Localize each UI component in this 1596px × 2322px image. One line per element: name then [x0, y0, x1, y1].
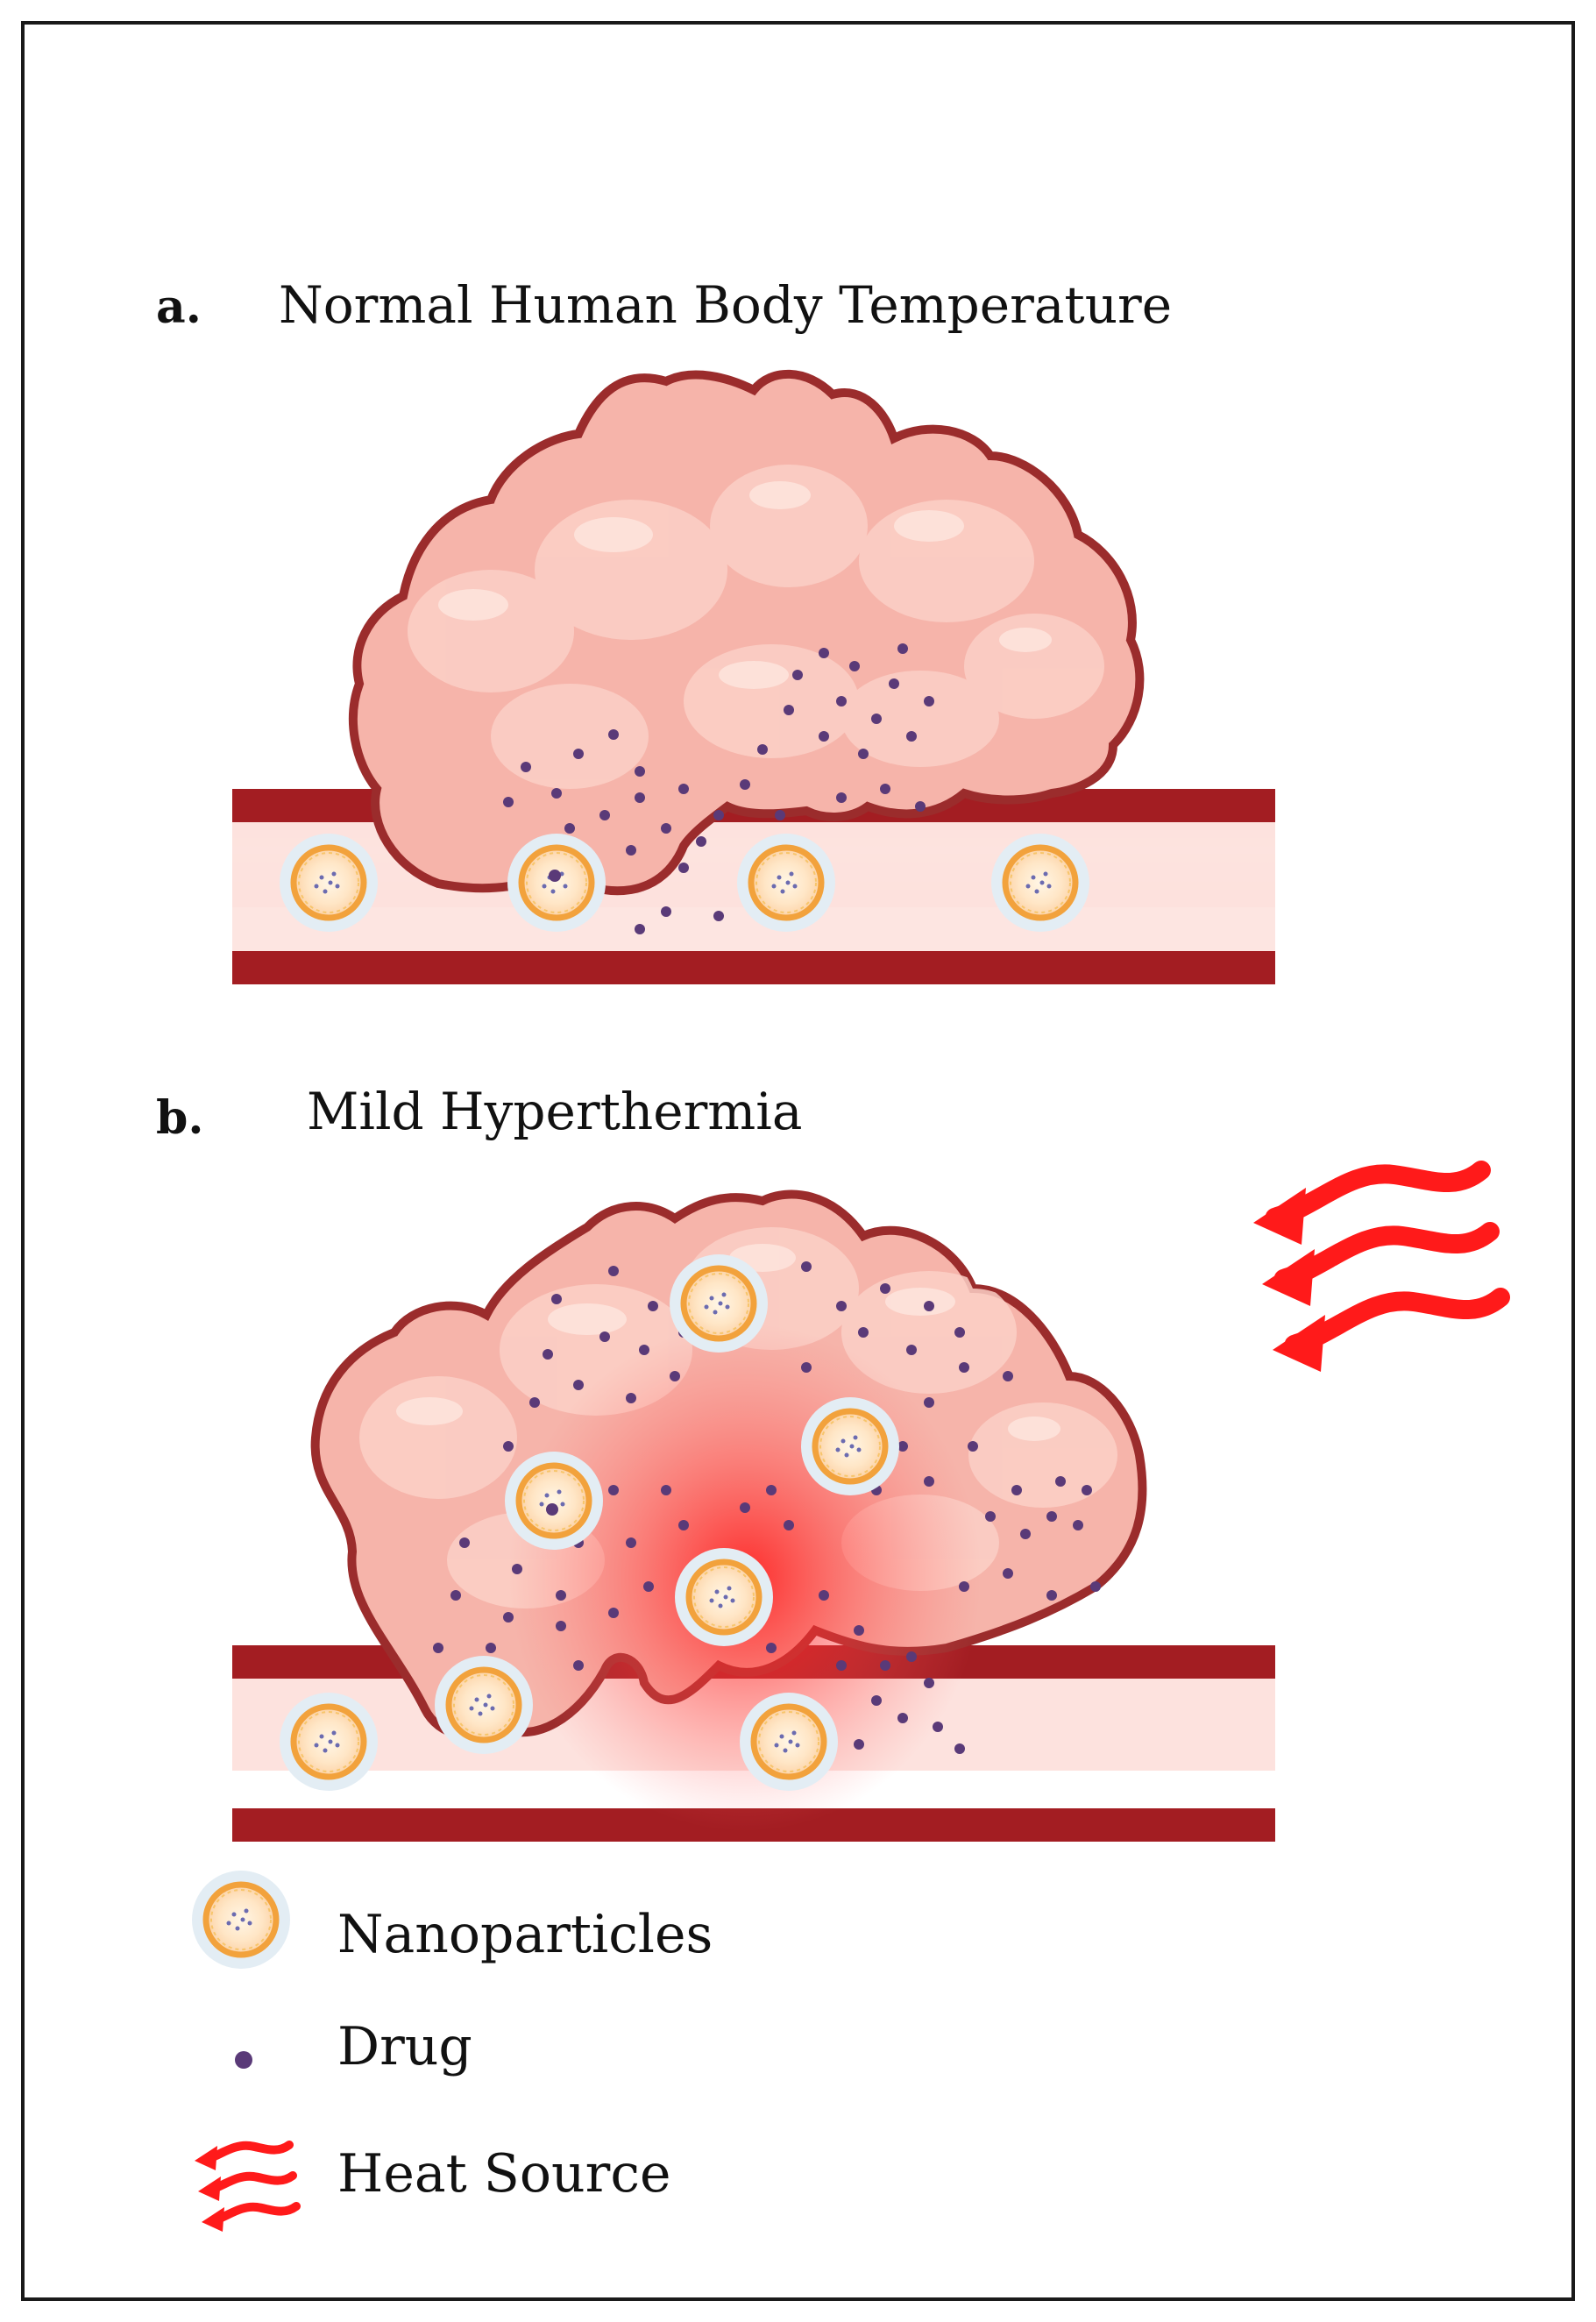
heat-arrow: [1253, 1161, 1491, 1245]
legend-heat-label: Heat Source: [337, 2143, 670, 2205]
nanoparticle: [675, 1548, 773, 1646]
nanoparticle: [740, 1693, 838, 1791]
panel-a-title: Normal Human Body Temperature: [279, 275, 1172, 335]
nanoparticle: [737, 834, 835, 932]
drug-dots-a: [503, 643, 934, 934]
nanoparticle: [507, 834, 606, 932]
heat-source-arrows: [1253, 1161, 1510, 1372]
nanoparticle: [991, 834, 1089, 932]
legend: Nanoparticles Drug Heat Source: [192, 1871, 713, 2232]
legend-drug-icon: [235, 2051, 252, 2069]
legend-heat-icon: [195, 2141, 301, 2232]
panel-b: b. Mild Hyperthermia: [156, 1082, 1510, 1842]
tumor-b-highlights: [396, 1244, 1060, 1441]
heat-arrow: [1262, 1222, 1500, 1306]
panel-a-letter: a.: [156, 280, 202, 334]
nanoparticle: [280, 834, 378, 932]
nanoparticle: [801, 1397, 899, 1495]
tumor-a: [348, 369, 1145, 896]
panel-a: a. Normal Human Body Temperature: [156, 275, 1275, 984]
nanoparticle: [505, 1452, 603, 1550]
tumor-a-highlights: [438, 481, 1052, 689]
panel-b-title: Mild Hyperthermia: [307, 1082, 802, 1141]
panel-b-letter: b.: [156, 1091, 203, 1145]
nanoparticles-a: [280, 834, 1089, 932]
vessel-wall-bottom-a: [232, 951, 1275, 984]
nanoparticle: [280, 1693, 378, 1791]
heat-arrow: [1273, 1288, 1510, 1372]
nanoparticles-b: [280, 1254, 899, 1791]
legend-nanoparticle-icon: [192, 1871, 290, 1969]
nanoparticle: [670, 1254, 768, 1353]
drug-dots-b: [433, 1261, 1101, 1754]
legend-drug-label: Drug: [337, 2016, 472, 2077]
legend-nanoparticles-label: Nanoparticles: [337, 1904, 713, 1965]
nanoparticle: [435, 1656, 533, 1754]
